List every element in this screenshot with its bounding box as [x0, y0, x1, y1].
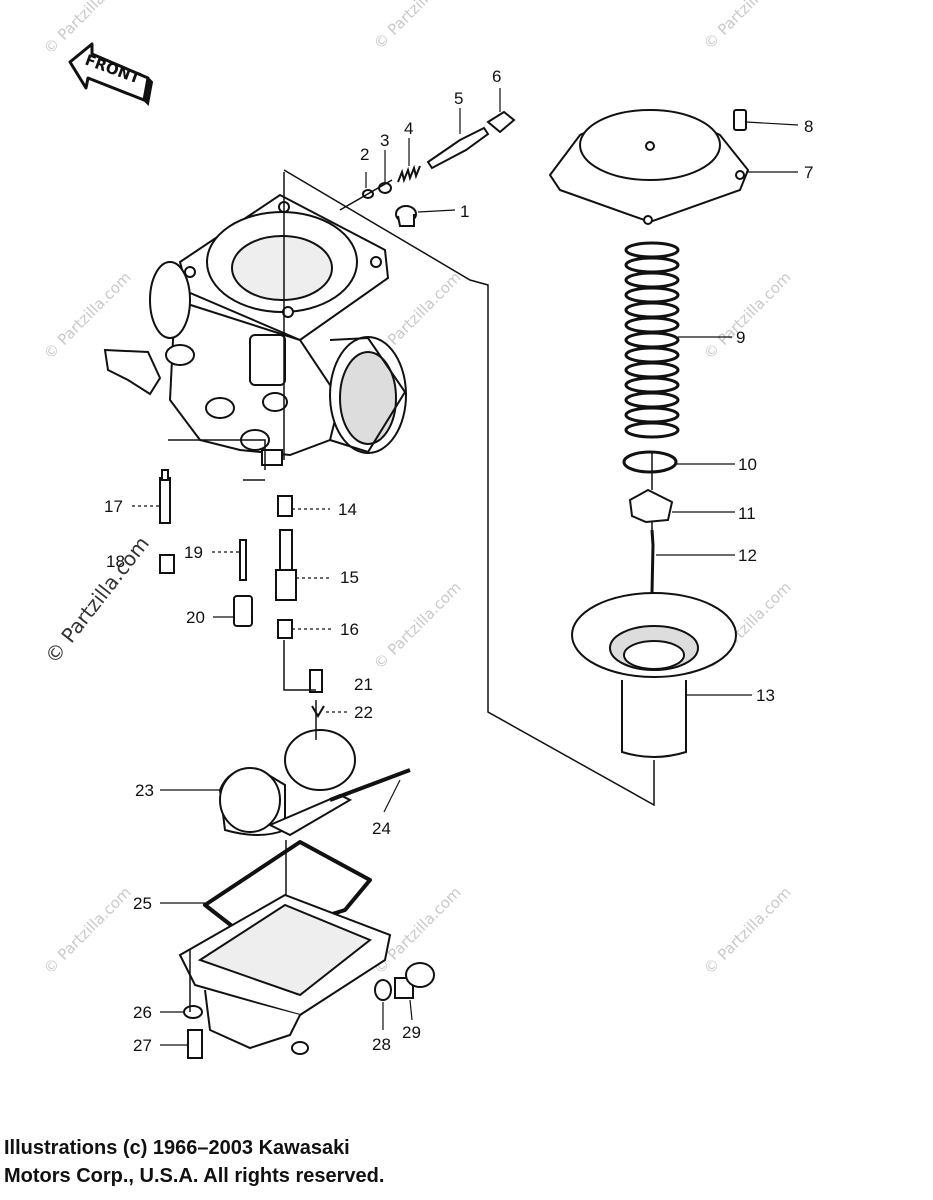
watermark: © Partzilla.com [370, 0, 465, 53]
part-24-pin [329, 768, 411, 802]
part-27-screw [187, 1029, 203, 1059]
watermark: © Partzilla.com [700, 883, 795, 978]
part-15-jet-holder [275, 529, 297, 601]
callout-5: 5 [454, 89, 463, 108]
watermark: © Partzilla.com [700, 0, 795, 53]
callout-17: 17 [104, 497, 123, 516]
callout-3: 3 [380, 131, 389, 150]
part-26-washer [183, 1005, 203, 1019]
part-28-gasket [374, 979, 392, 1001]
callout-27: 27 [133, 1036, 152, 1055]
part-14-needle-jet [277, 495, 293, 517]
callout-19: 19 [184, 543, 203, 562]
callout-13: 13 [756, 686, 775, 705]
watermark: © Partzilla.com [40, 883, 135, 978]
callout-8: 8 [804, 117, 813, 136]
leader-lines [132, 88, 799, 1046]
part-19-jet [239, 539, 247, 581]
part-21-needle-valve [309, 669, 323, 693]
callout-10: 10 [738, 455, 757, 474]
carburetor-body [103, 193, 407, 466]
part-11-needle-holder [628, 488, 674, 524]
callout-24: 24 [372, 819, 391, 838]
callout-16: 16 [340, 620, 359, 639]
part-1-plug [395, 205, 417, 227]
callout-9: 9 [736, 328, 745, 347]
watermark: © Partzilla.com [370, 578, 465, 673]
callout-4: 4 [404, 119, 413, 138]
callout-20: 20 [186, 608, 205, 627]
callout-1: 1 [460, 202, 469, 221]
copyright-line-2: Motors Corp., U.S.A. All rights reserved… [4, 1165, 385, 1187]
watermark: © Partzilla.com [700, 268, 795, 363]
front-arrow-icon: FRONT [68, 42, 154, 107]
part-13-vacuum-piston [571, 592, 737, 758]
part-4-spring [397, 164, 421, 184]
callout-11: 11 [738, 504, 756, 523]
callout-23: 23 [135, 781, 154, 800]
watermark: © Partzilla.com [40, 268, 135, 363]
assembly-lines [168, 169, 655, 1012]
part-17-pilot-jet [159, 469, 171, 524]
part-10-retainer-ring [622, 450, 678, 474]
callout-15: 15 [340, 568, 359, 587]
part-6-cap [486, 110, 516, 134]
callout-6: 6 [492, 67, 501, 86]
callout-22: 22 [354, 703, 373, 722]
watermark-large: © Partzilla.com [40, 532, 154, 668]
callout-12: 12 [738, 546, 757, 565]
part-5-pilot-screw [426, 126, 490, 170]
part-8-screw [733, 109, 747, 131]
part-22-clip [311, 705, 325, 718]
callout-7: 7 [804, 163, 813, 182]
callout-2: 2 [360, 145, 369, 164]
callout-14: 14 [338, 500, 357, 519]
copyright-notice: Illustrations (c) 1966–2003 Kawasaki Mot… [4, 1134, 384, 1190]
part-7-top-cover [548, 109, 750, 225]
part-23-float [218, 729, 356, 837]
float-bowl [178, 893, 392, 1055]
callout-29: 29 [402, 1023, 421, 1042]
callout-18: 18 [106, 552, 125, 571]
callout-26: 26 [133, 1003, 152, 1022]
callout-21: 21 [354, 675, 373, 694]
callout-25: 25 [133, 894, 152, 913]
part-18-plug [159, 554, 175, 574]
part-16-main-jet [277, 619, 293, 639]
part-9-spring [624, 241, 680, 439]
part-29-drain-plug [394, 962, 435, 999]
callout-28: 28 [372, 1035, 391, 1054]
callout-numbers: 1 2 3 4 5 6 7 8 9 10 11 12 13 14 15 16 1… [104, 67, 813, 1055]
part-20-holder [233, 595, 253, 627]
copyright-line-1: Illustrations (c) 1966–2003 Kawasaki [4, 1137, 350, 1159]
